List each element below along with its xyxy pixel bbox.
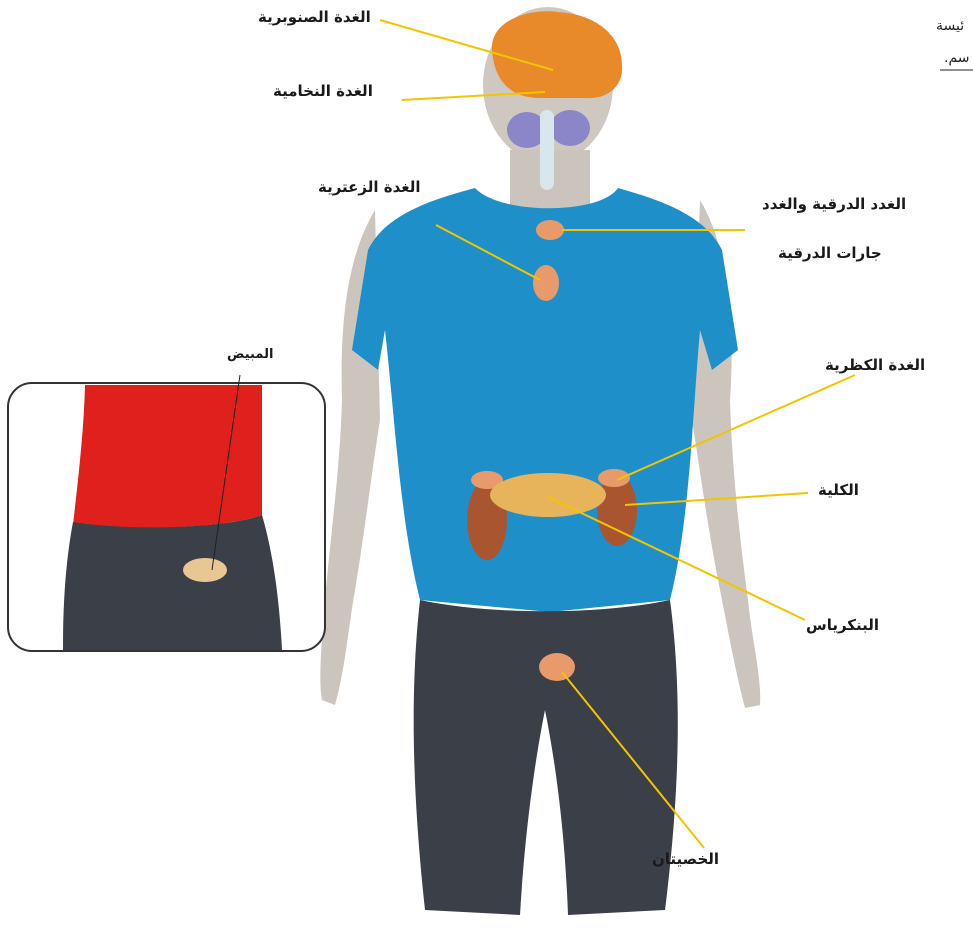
ovary-inset bbox=[8, 383, 325, 651]
label-thymus: الغدة الزعترية bbox=[318, 178, 421, 196]
lobe-right bbox=[550, 110, 590, 146]
human-figure bbox=[320, 7, 760, 915]
label-pituitary: الغدة النخامية bbox=[273, 82, 373, 100]
label-testes: الخصيتان bbox=[652, 850, 719, 868]
label-adrenal: الغدة الكظرية bbox=[825, 356, 925, 374]
pancreas-organ bbox=[490, 473, 606, 517]
label-pineal: الغدة الصنوبرية bbox=[258, 8, 371, 26]
label-ovary: المبيض bbox=[227, 346, 273, 364]
shirt bbox=[352, 188, 738, 612]
inset-shirt bbox=[73, 385, 262, 528]
brain bbox=[492, 11, 622, 98]
label-thyroid-line1: الغدد الدرقية والغدد bbox=[762, 195, 906, 213]
thymus-gland bbox=[533, 265, 559, 301]
testes-organ bbox=[539, 653, 575, 681]
pants bbox=[414, 600, 678, 915]
label-pancreas: البنكرياس bbox=[806, 616, 879, 634]
ovary-organ bbox=[183, 558, 227, 582]
edge-text-line1: ئيسة bbox=[936, 18, 964, 34]
adrenal-right bbox=[598, 469, 630, 487]
edge-text-line2: سم. bbox=[944, 50, 970, 66]
label-kidney: الكلية bbox=[818, 481, 859, 499]
spinal-stem bbox=[540, 110, 554, 190]
label-thyroid-line2: جارات الدرقية bbox=[778, 244, 882, 262]
inset-pants bbox=[63, 515, 282, 650]
thyroid-gland bbox=[536, 220, 564, 240]
